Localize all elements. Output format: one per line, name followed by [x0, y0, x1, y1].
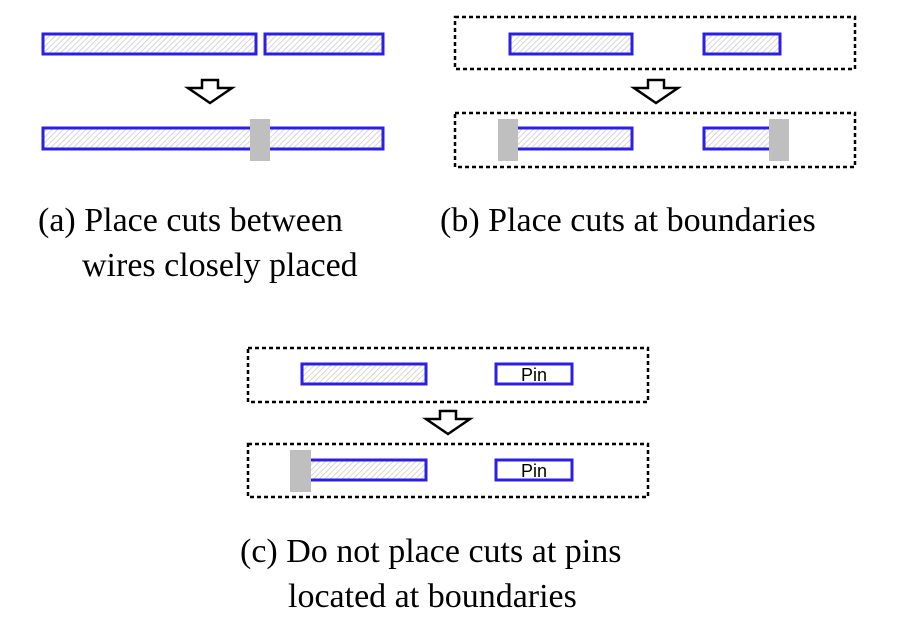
- pin-c-top: [494, 362, 574, 386]
- cut-c: [290, 450, 311, 492]
- wire-c-bottom: [300, 458, 428, 482]
- caption-c-line2: located at boundaries: [288, 578, 577, 615]
- caption-a-line2: wires closely placed: [82, 247, 358, 284]
- wire-a-top-right: [263, 32, 385, 56]
- wire-b-bottom-left: [508, 126, 634, 151]
- down-arrow-b: [629, 78, 683, 105]
- boundary-b-bottom: [453, 111, 857, 169]
- pin-label-top: Pin: [521, 365, 547, 385]
- down-arrow-c: [421, 409, 475, 436]
- caption-c-line1: (c) Do not place cuts at pins: [240, 533, 622, 570]
- boundary-c-bottom: [246, 442, 650, 499]
- boundary-c-top: [246, 346, 650, 404]
- panel-a: [41, 32, 385, 161]
- panel-b: [453, 15, 857, 169]
- caption-b: (b) Place cuts at boundaries: [440, 202, 816, 239]
- wire-c-top: [300, 362, 428, 386]
- cut-a: [250, 119, 270, 161]
- wire-a-top-left: [41, 32, 258, 56]
- wire-b-top-right: [702, 32, 782, 56]
- boundary-b-top: [453, 15, 857, 71]
- cut-b-left: [498, 119, 518, 161]
- pin-c-bottom: [494, 458, 574, 482]
- wire-a-bottom-left: [41, 126, 258, 151]
- cut-b-right: [769, 119, 789, 161]
- panel-c: Pin Pin: [246, 346, 650, 499]
- wire-b-top-left: [508, 32, 634, 56]
- down-arrow-a: [183, 78, 237, 105]
- caption-a-line1: (a) Place cuts between: [38, 202, 343, 239]
- wire-a-bottom-right: [263, 126, 385, 151]
- pin-label-bottom: Pin: [521, 461, 547, 481]
- wire-b-bottom-right: [702, 126, 782, 151]
